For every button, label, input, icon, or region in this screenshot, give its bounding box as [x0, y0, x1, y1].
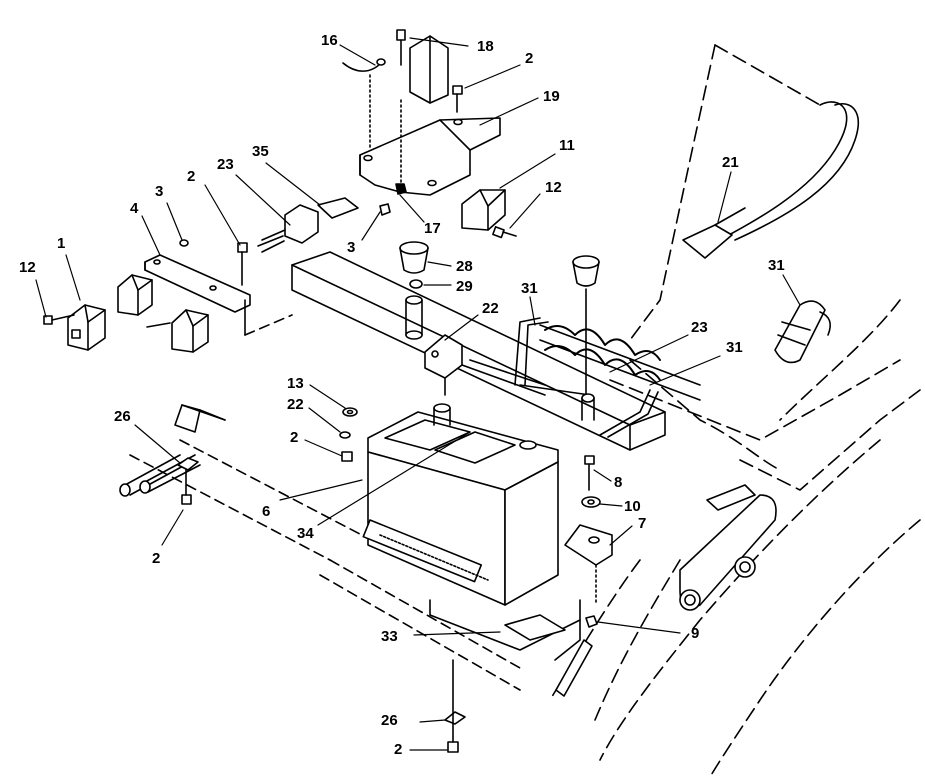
relay-left-middle	[118, 275, 152, 315]
callout-9: 9	[691, 625, 700, 642]
screw-12-left	[44, 315, 74, 324]
bolt-8	[585, 456, 594, 490]
screw-12-right	[493, 227, 516, 238]
callout-2: 2	[394, 741, 403, 758]
relay-bracket-4	[145, 255, 250, 312]
callout-28: 28	[456, 258, 473, 275]
nut-3-mid	[380, 204, 390, 215]
strap-right	[556, 640, 592, 696]
screw-3-left	[180, 240, 188, 246]
callout-11: 11	[559, 137, 575, 154]
callout-34: 34	[297, 525, 314, 542]
callout-18: 18	[477, 38, 494, 55]
cover-35	[318, 198, 358, 218]
callout-35: 35	[252, 143, 269, 160]
wire-clip-16	[343, 59, 385, 150]
hold-down-22	[425, 335, 545, 395]
callout-29: 29	[456, 278, 473, 295]
mounting-bracket-19	[360, 118, 500, 195]
callout-12: 12	[19, 259, 36, 276]
bracket-7	[565, 525, 612, 605]
callout-22: 22	[482, 300, 499, 317]
callout-31: 31	[768, 257, 785, 274]
battery-6	[363, 404, 558, 605]
callout-22: 22	[287, 396, 304, 413]
callout-17: 17	[424, 220, 441, 237]
callout-1: 1	[57, 235, 66, 252]
callout-26: 26	[114, 408, 131, 425]
callout-2: 2	[187, 168, 196, 185]
callout-21: 21	[722, 154, 739, 171]
nut-22-mid	[340, 432, 350, 438]
u-bracket-31-right	[600, 390, 658, 437]
callout-33: 33	[381, 628, 398, 645]
clamp-26-bottom	[445, 660, 465, 752]
knob-28	[400, 242, 428, 273]
callout-23: 23	[217, 156, 234, 173]
clamp-26-top	[178, 458, 198, 504]
leader-lines	[36, 38, 800, 750]
callout-31: 31	[521, 280, 538, 297]
callout-16: 16	[321, 32, 338, 49]
callout-31: 31	[726, 339, 743, 356]
screw-2-bracket	[238, 243, 247, 285]
handlebar-tube-21	[683, 102, 858, 258]
callout-2: 2	[290, 429, 299, 446]
relay-23-left	[258, 205, 318, 252]
bolt-2-mid	[342, 452, 352, 461]
callout-23: 23	[691, 319, 708, 336]
callout-19: 19	[543, 88, 560, 105]
nut-17	[396, 100, 406, 194]
side-plate	[680, 485, 776, 610]
washer-13	[343, 408, 357, 416]
callout-10: 10	[624, 498, 641, 515]
battery-tray	[430, 600, 580, 660]
nut-9	[586, 616, 597, 627]
nut-29	[410, 280, 422, 288]
callout-12: 12	[545, 179, 562, 196]
callout-2: 2	[152, 550, 161, 567]
left-tube-section	[120, 405, 225, 496]
relay-11	[462, 190, 505, 230]
callout-3: 3	[347, 239, 356, 256]
spring-bracket-31-right	[775, 301, 830, 362]
spacer-sleeve	[406, 296, 422, 339]
callout-13: 13	[287, 375, 304, 392]
callout-8: 8	[614, 474, 623, 491]
callout-2: 2	[525, 50, 534, 67]
knob-right	[573, 256, 599, 420]
relay-left-right	[172, 310, 208, 352]
screw-2-top	[453, 86, 462, 112]
washer-10	[582, 497, 600, 507]
callout-7: 7	[638, 515, 647, 532]
relay-1	[68, 305, 105, 350]
frame-crossmember	[130, 252, 665, 690]
callout-3: 3	[155, 183, 164, 200]
callout-6: 6	[262, 503, 271, 520]
callout-26: 26	[381, 712, 398, 729]
callout-4: 4	[130, 200, 139, 217]
clamp-block-18	[397, 30, 448, 103]
u-bracket-31-mid	[515, 318, 590, 395]
